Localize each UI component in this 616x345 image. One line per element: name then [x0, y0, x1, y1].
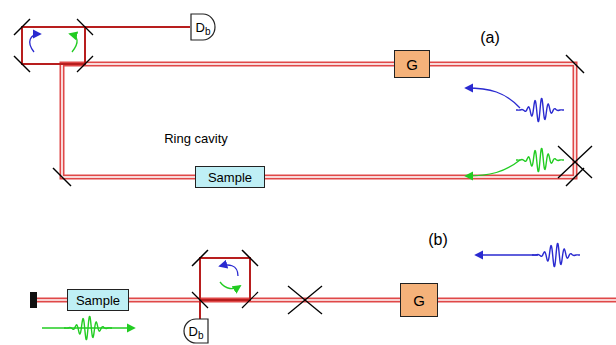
modulator-box: G: [400, 283, 438, 317]
crossing-mark: [288, 286, 322, 314]
detector: Db: [183, 318, 209, 344]
crossing-mark: [288, 286, 322, 314]
detector-beam: [85, 26, 190, 28]
node-label: D: [196, 20, 205, 35]
interferometer-path: [200, 258, 250, 300]
node-label: Sample: [76, 293, 120, 308]
node-label: D: [189, 324, 198, 339]
panel-label: (b): [428, 231, 448, 249]
sample-box: Sample: [67, 289, 129, 311]
wave-packet: [532, 243, 580, 266]
wave-packet: [64, 316, 112, 339]
green-arrow: [220, 282, 240, 289]
blue-arrow: [30, 34, 40, 52]
mirror: [14, 56, 30, 72]
pulse-group: [64, 98, 580, 339]
mirror: [14, 19, 30, 35]
beam-splitter: [77, 56, 93, 72]
beam-splitter: [242, 292, 258, 308]
detector-outline-path: [184, 319, 208, 343]
mirror: [242, 250, 258, 266]
green-arrow: [466, 160, 520, 176]
mirror: [192, 250, 208, 266]
mirror: [566, 168, 584, 186]
mirror: [566, 55, 584, 73]
region-label: Ring cavity: [164, 131, 228, 146]
panel-label: (a): [480, 29, 500, 47]
sample-box: Sample: [195, 166, 265, 188]
node-label: Sample: [208, 170, 252, 185]
crossing-mark: [558, 146, 592, 178]
ring-beam: [62, 64, 575, 177]
blue-arrow: [466, 88, 520, 108]
beam-block: [30, 292, 37, 308]
subscript: b: [205, 26, 211, 37]
wave-packet: [516, 98, 564, 121]
blue-arrow: [476, 254, 538, 255]
mirror: [53, 168, 71, 186]
wave-packet: [516, 148, 564, 171]
detector-outline-path: [191, 14, 215, 40]
modulator-box: G: [394, 50, 430, 78]
green-arrow: [70, 34, 77, 52]
beam-splitter: [77, 19, 93, 35]
blue-arrow: [220, 265, 238, 276]
beam-splitter: [192, 292, 208, 308]
interferometer-path: [22, 27, 85, 64]
subscript: b: [198, 330, 204, 341]
ring-beam-gap: [62, 64, 575, 177]
detector: Db: [190, 13, 216, 41]
node-label: G: [406, 56, 418, 73]
node-label: G: [413, 292, 425, 309]
crossing-mark: [558, 146, 592, 178]
